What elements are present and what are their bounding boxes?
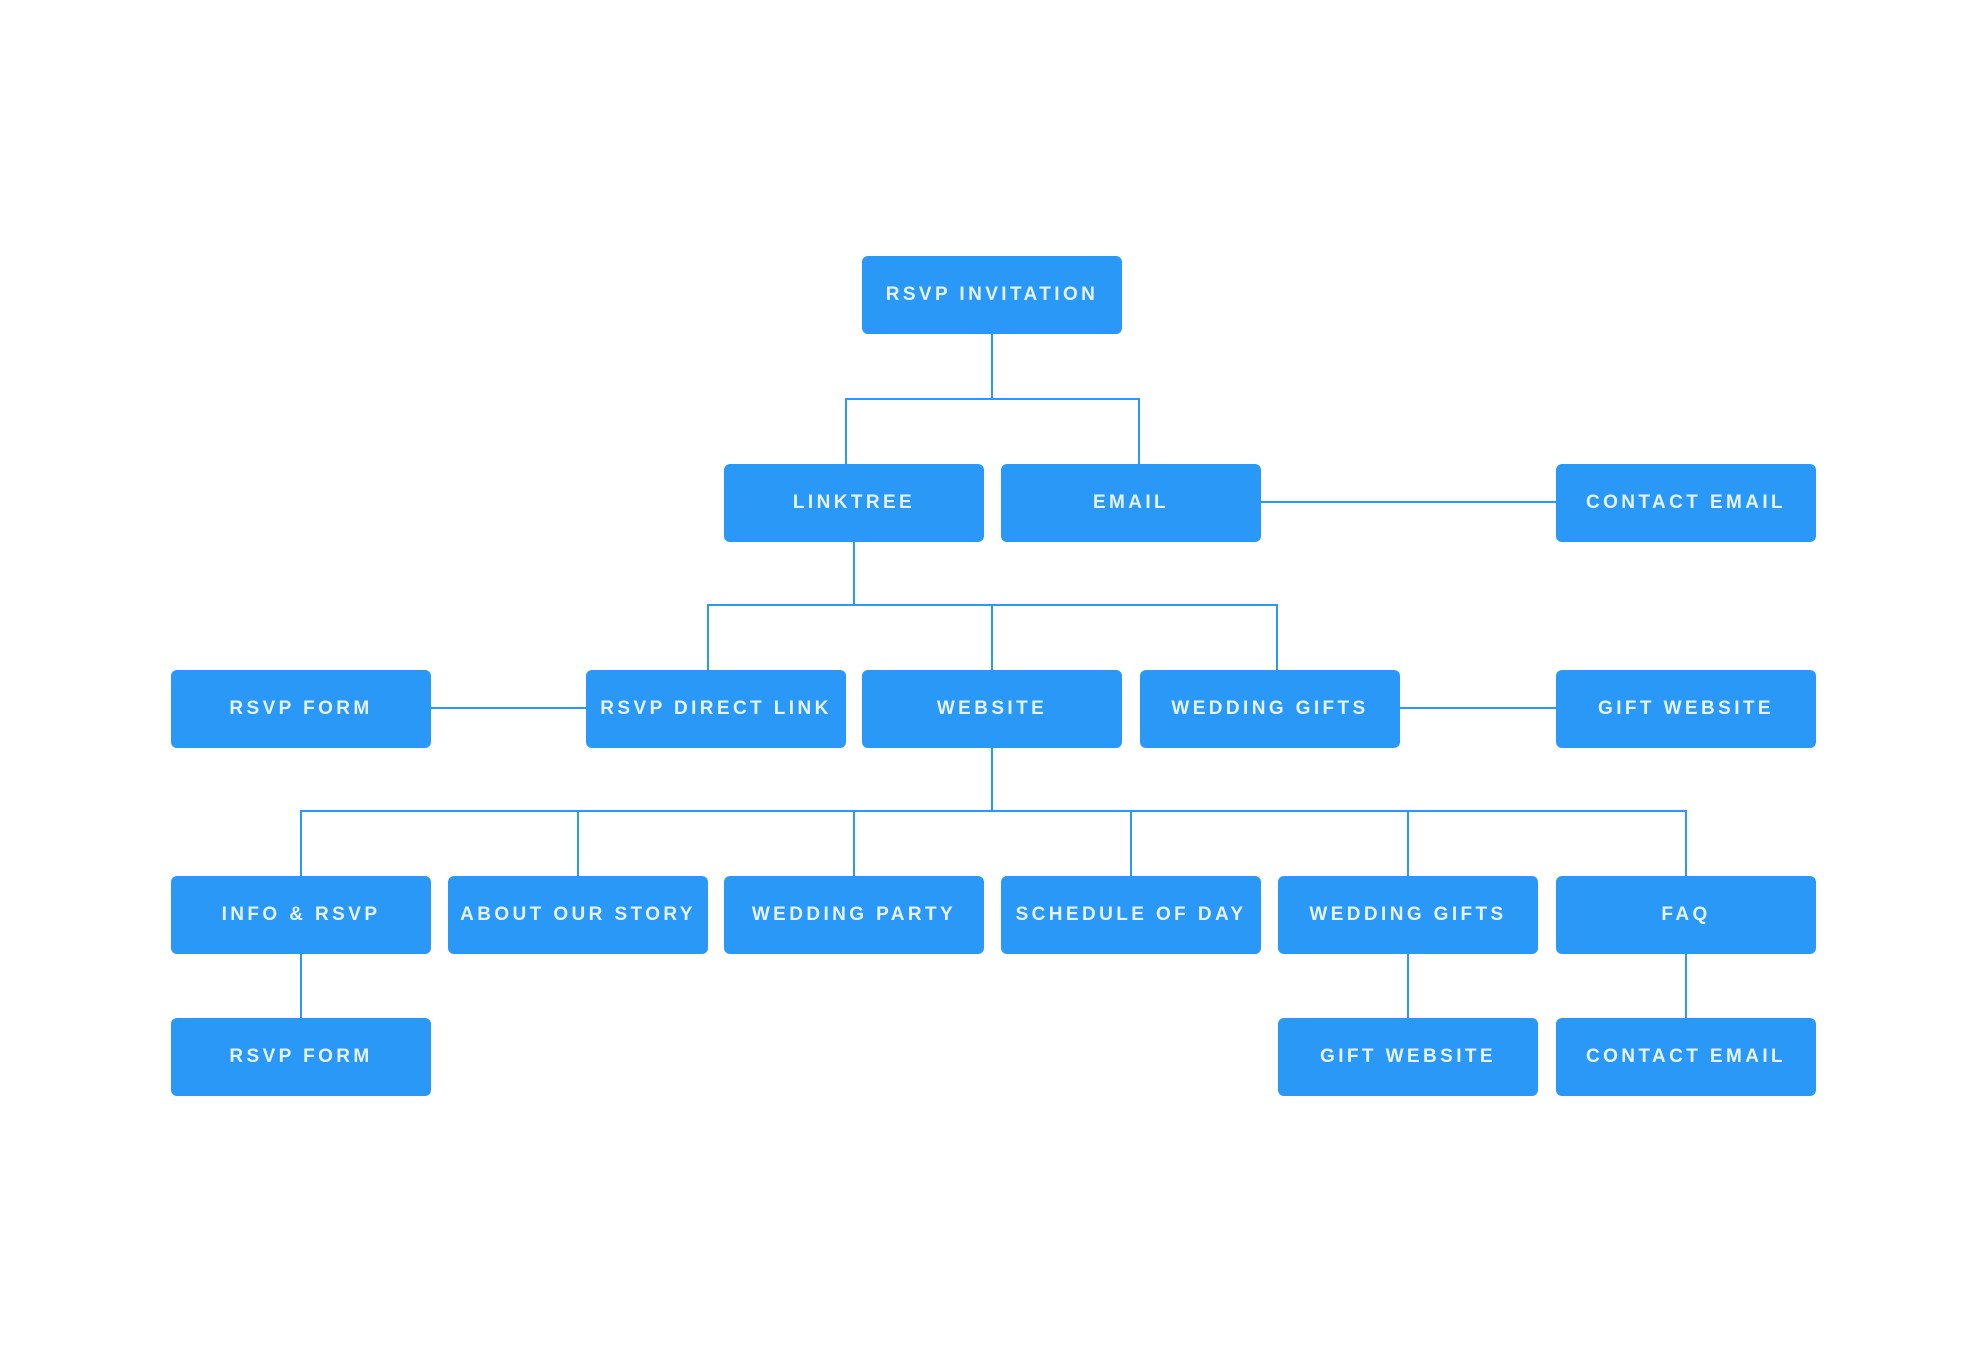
node-email: EMAIL [1001, 464, 1261, 542]
connector-invitation-to-linktree-email [845, 334, 1140, 464]
node-rsvp-form-top: RSVP FORM [171, 670, 431, 748]
node-about-our-story: ABOUT OUR STORY [448, 876, 708, 954]
node-website: WEBSITE [862, 670, 1122, 748]
node-info-rsvp: INFO & RSVP [171, 876, 431, 954]
node-rsvp-direct-link: RSVP DIRECT LINK [586, 670, 846, 748]
node-faq: FAQ [1556, 876, 1816, 954]
node-gift-website-top: GIFT WEBSITE [1556, 670, 1816, 748]
connector-website-to-children [300, 746, 1687, 876]
node-schedule-of-day: SCHEDULE OF DAY [1001, 876, 1261, 954]
node-rsvp-invitation: RSVP INVITATION [862, 256, 1122, 334]
node-linktree: LINKTREE [724, 464, 984, 542]
node-wedding-gifts-mid: WEDDING GIFTS [1140, 670, 1400, 748]
node-gift-website-bottom: GIFT WEBSITE [1278, 1018, 1538, 1096]
node-contact-email-bottom: CONTACT EMAIL [1556, 1018, 1816, 1096]
node-wedding-party: WEDDING PARTY [724, 876, 984, 954]
connector-linktree-to-children [707, 540, 1278, 670]
node-rsvp-form-bottom: RSVP FORM [171, 1018, 431, 1096]
node-wedding-gifts-bottom: WEDDING GIFTS [1278, 876, 1538, 954]
node-contact-email-top: CONTACT EMAIL [1556, 464, 1816, 542]
